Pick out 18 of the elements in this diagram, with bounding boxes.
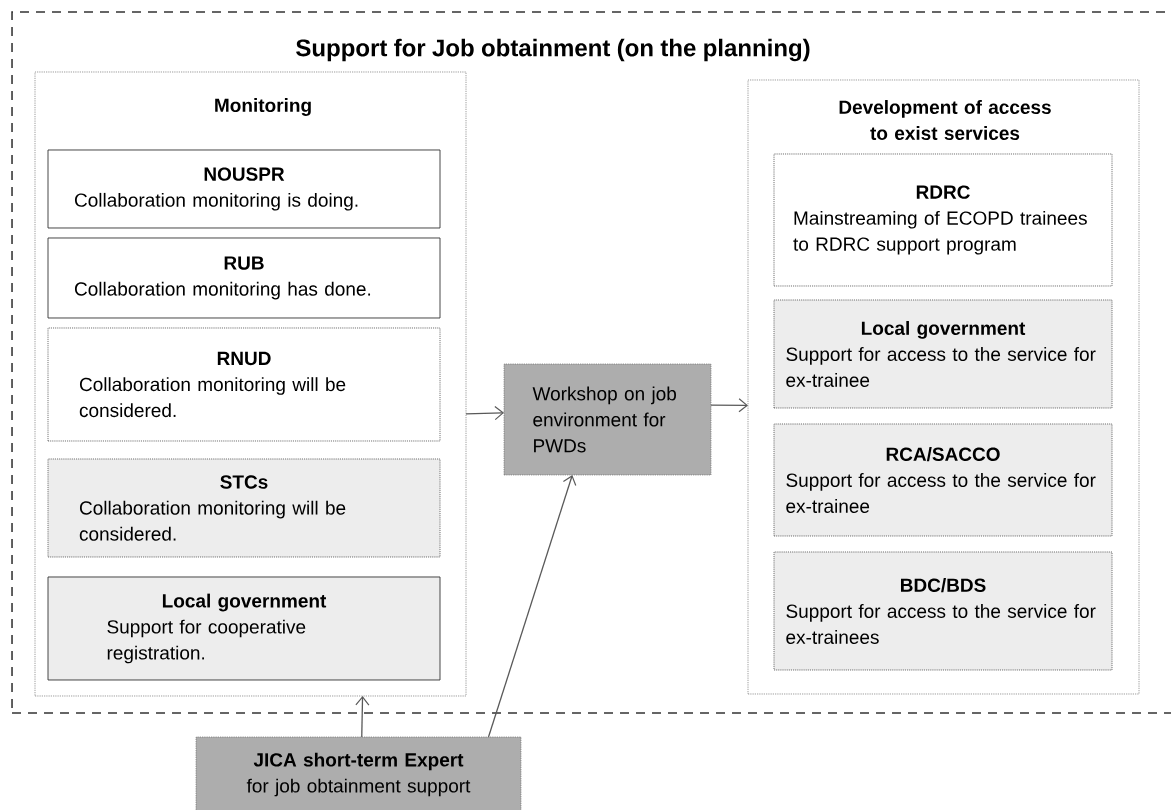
text-box: RUB Collaboration monitoring has done. — [47, 237, 441, 319]
arrow — [355, 696, 370, 738]
text-box: Local government Support for cooperative registration. — [47, 576, 441, 681]
text-box: Local government Support for access to the service for ex-trainee — [773, 299, 1113, 409]
heading: Monitoring — [215, 98, 311, 116]
process-box: Workshop on job environment for PWDs — [503, 363, 712, 476]
heading: Development of access to exist services — [839, 100, 1051, 140]
text-box: BDC/BDS Support for access to the service for ex-trainees — [773, 551, 1113, 671]
process-box: JICA short-term Expert for job obtainment support — [195, 736, 522, 810]
text-box: STCs Collaboration monitoring will be considered. — [47, 458, 441, 558]
arrow — [710, 398, 748, 413]
text-box: RCA/SACCO Support for access to the service for ex-trainee — [773, 423, 1113, 537]
text-box: RNUD Collaboration monitoring will be considered. — [47, 327, 441, 442]
arrow — [465, 406, 504, 421]
arrow — [487, 475, 577, 738]
text-box: RDRC Mainstreaming of ECOPD trainees to RDRC support program — [773, 153, 1113, 287]
heading: Support for Job obtainment (on the planning) — [296, 38, 810, 62]
text-box: NOUSPR Collaboration monitoring is doing. — [47, 149, 441, 229]
